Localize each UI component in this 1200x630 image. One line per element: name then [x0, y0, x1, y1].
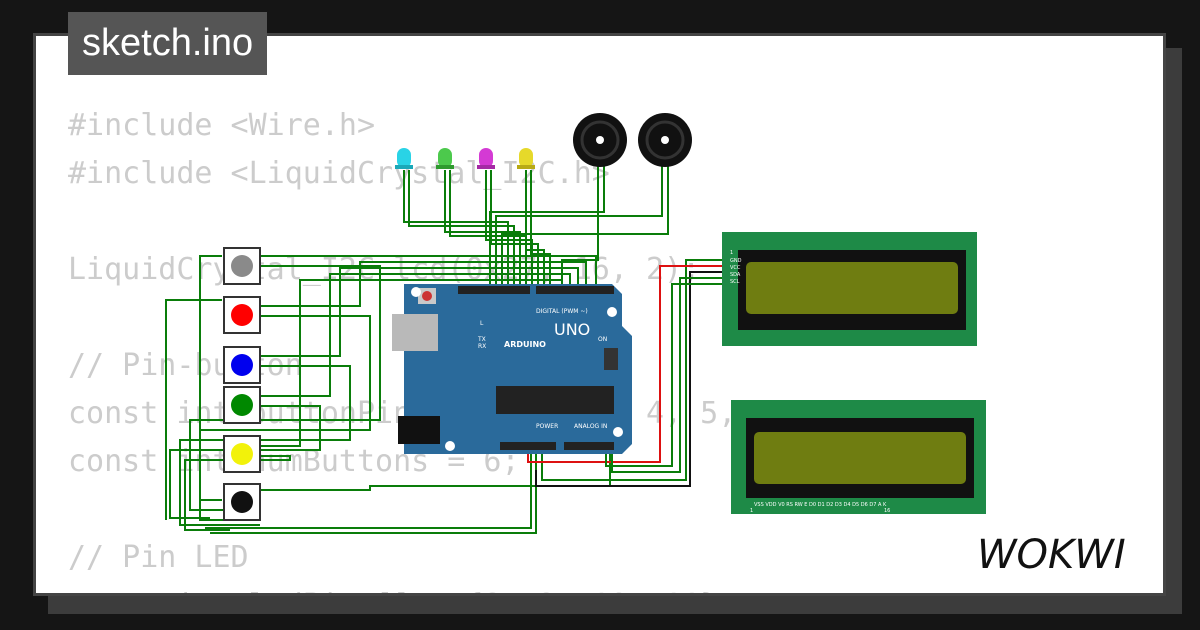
code-line: #include <LiquidCrystal_I2C.h> [68, 156, 610, 191]
buzzer-2[interactable] [638, 113, 692, 167]
wires-leds [403, 166, 669, 284]
sketch-title: sketch.ino [68, 12, 268, 75]
lcd-last-pin: 16 [884, 508, 890, 514]
code-line: // Pin LED [68, 540, 249, 575]
analog-label: ANALOG IN [574, 423, 607, 430]
pushbutton-black[interactable] [223, 483, 261, 521]
code-line: #include <Wire.h> [68, 108, 376, 143]
rx-label: RX [478, 343, 486, 350]
tx-label: TX [477, 336, 486, 343]
led-cyan[interactable] [395, 148, 413, 169]
lcd-pin-scl: SCL [730, 279, 740, 285]
pushbutton-gray[interactable] [223, 247, 261, 285]
lcd-pin-labels: VSS VDD V0 RS RW E D0 D1 D2 D3 D4 D5 D6 … [754, 502, 887, 508]
wokwi-logo: WOKWI [977, 532, 1126, 578]
on-label: ON [598, 336, 607, 343]
brand-label: ARDUINO [504, 340, 546, 349]
code-line: const int ledPins[] = {8, 9, 10, 11}; [68, 582, 863, 593]
pushbutton-green[interactable] [223, 386, 261, 424]
led-magenta[interactable] [477, 148, 495, 169]
lcd-pin1-label: 1 [730, 250, 733, 256]
lcd-pin-vcc: VCC [730, 265, 741, 271]
lcd-pin-sda: SDA [730, 272, 741, 278]
lcd-pin-gnd: GND [730, 258, 742, 264]
led-yellow[interactable] [517, 148, 535, 169]
code-line: LiquidCrystal_I2C lcd(0x27, 16, 2); [68, 252, 701, 287]
pushbutton-red[interactable] [223, 296, 261, 334]
l-label: L [480, 320, 484, 327]
lcd-parallel-display[interactable]: VSS VDD V0 RS RW E D0 D1 D2 D3 D4 D5 D6 … [731, 400, 986, 514]
pushbutton-blue[interactable] [223, 346, 261, 384]
model-label: UNO [554, 320, 590, 339]
wokwi-logo-text: WOKWI [977, 532, 1126, 578]
code-preview: #include <Wire.h> #include <LiquidCrystal… [68, 102, 863, 593]
power-label: POWER [536, 423, 558, 430]
lcd-first-pin: 1 [750, 508, 753, 514]
digital-label: DIGITAL (PWM ~) [536, 308, 588, 315]
lcd-i2c-display[interactable]: 1 GND VCC SDA SCL [722, 232, 977, 346]
pushbutton-yellow[interactable] [223, 435, 261, 473]
buzzer-1[interactable] [573, 113, 627, 167]
led-green[interactable] [436, 148, 454, 169]
arduino-uno-board[interactable]: DIGITAL (PWM ~) UNO ARDUINO POWER ANALOG… [392, 284, 632, 454]
wires-lcd [527, 259, 728, 487]
